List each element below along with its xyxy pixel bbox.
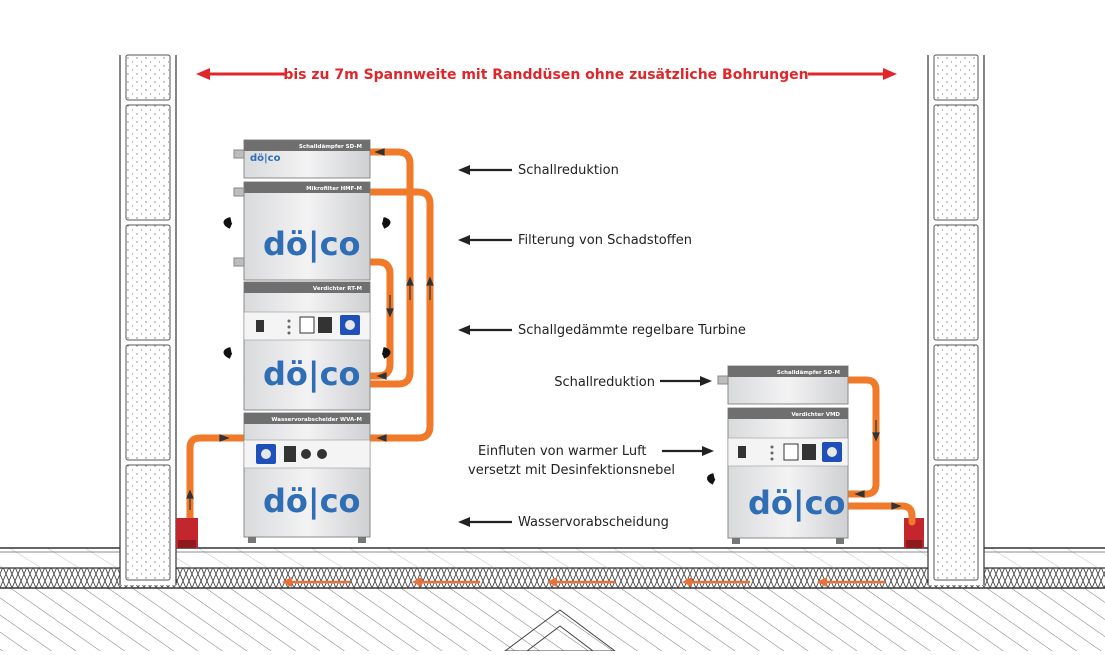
logo-icon: dö|co bbox=[263, 482, 361, 521]
label-water: Wasservorabscheidung bbox=[518, 515, 669, 530]
wall-block bbox=[125, 54, 171, 101]
hose-separator bbox=[186, 434, 248, 524]
unit-tag: Verdichter RT-M bbox=[313, 286, 362, 292]
hose-filter bbox=[366, 188, 434, 442]
nozzle-right bbox=[904, 518, 924, 548]
right-unit-stack: Schalldämpfer SD-M Verdichter VMD dö|co bbox=[707, 365, 849, 544]
unit-tag: Schalldämpfer SD-M bbox=[299, 144, 362, 150]
left-unit-stack: Schalldämpfer SD-M dö|co Mikrofilter HMF… bbox=[223, 139, 391, 543]
logo-icon: dö|co bbox=[263, 225, 361, 264]
unit-silencer-left: Schalldämpfer SD-M dö|co bbox=[233, 139, 371, 179]
wall-block bbox=[933, 464, 979, 581]
wall-block bbox=[125, 104, 171, 221]
arrow-left-icon bbox=[412, 577, 422, 587]
wall-block bbox=[933, 344, 979, 461]
hose-right-silencer bbox=[844, 376, 880, 498]
hose-direction-arrows bbox=[186, 148, 434, 510]
wall-block bbox=[933, 224, 979, 341]
span-header: bis zu 7m Spannweite mit Randdüsen ohne … bbox=[196, 67, 897, 83]
label-turbine: Schallgedämmte regelbare Turbine bbox=[518, 323, 746, 338]
right-hose-arrows bbox=[854, 420, 902, 510]
arrow-left-icon bbox=[282, 577, 292, 587]
unit-compressor-right: Verdichter VMD dö|co bbox=[707, 407, 849, 544]
arrow-left-icon bbox=[196, 68, 210, 80]
unit-tag: Mikrofilter HMF-M bbox=[306, 186, 362, 192]
label-row: Wasservorabscheidung bbox=[458, 515, 669, 530]
unit-tag: Verdichter VMD bbox=[791, 412, 840, 418]
logo-icon: dö|co bbox=[748, 484, 846, 523]
logo-icon: dö|co bbox=[250, 153, 281, 164]
hose-silencer bbox=[366, 148, 414, 388]
switch-icon bbox=[738, 446, 746, 458]
wall-block bbox=[125, 224, 171, 341]
label-noise-right: Schallreduktion bbox=[554, 375, 655, 390]
wall-block bbox=[933, 104, 979, 221]
label-row: Schallgedämmte regelbare Turbine bbox=[458, 323, 746, 338]
labels-right: Schallreduktion Einfluten von warmer Luf… bbox=[468, 375, 714, 478]
wall-block bbox=[125, 344, 171, 461]
label-warm-air-2: versetzt mit Desinfektionsnebel bbox=[468, 463, 675, 478]
unit-tag: Wasservorabscheider WVA-M bbox=[271, 417, 362, 423]
unit-silencer-right: Schalldämpfer SD-M bbox=[717, 365, 849, 405]
wall-block bbox=[125, 464, 171, 581]
unit-water-separator: Wasservorabscheider WVA-M dö|co bbox=[243, 412, 371, 543]
label-warm-air-1: Einfluten von warmer Luft bbox=[478, 444, 647, 459]
floor-flow-arrows bbox=[282, 577, 885, 587]
unit-microfilter: Mikrofilter HMF-M dö|co bbox=[223, 181, 391, 281]
hose-right-out bbox=[844, 502, 916, 526]
arrow-left-icon bbox=[682, 577, 692, 587]
wall-left bbox=[119, 54, 177, 585]
hoses-right bbox=[844, 376, 916, 526]
hose-compressor bbox=[366, 258, 394, 380]
ground-hatch bbox=[0, 588, 1105, 651]
switch-icon bbox=[256, 320, 264, 332]
unit-compressor-left: Verdichter RT-M dö|co bbox=[223, 281, 391, 411]
arrow-left-icon bbox=[817, 577, 827, 587]
span-text: bis zu 7m Spannweite mit Randdüsen ohne … bbox=[283, 67, 808, 83]
label-filter: Filterung von Schadstoffen bbox=[518, 233, 692, 248]
label-silencer: Schallreduktion bbox=[518, 163, 619, 178]
wall-block bbox=[933, 54, 979, 101]
arrow-left-icon bbox=[547, 577, 557, 587]
wall-right bbox=[927, 54, 985, 585]
label-row: Schallreduktion bbox=[458, 163, 619, 178]
unit-tag: Schalldämpfer SD-M bbox=[777, 370, 840, 376]
logo-icon: dö|co bbox=[263, 355, 361, 394]
nozzle-left bbox=[176, 518, 198, 548]
screed-layer bbox=[0, 548, 1105, 568]
labels-left: Schallreduktion Filterung von Schadstoff… bbox=[458, 163, 746, 530]
arrow-right-icon bbox=[883, 68, 897, 80]
label-row: Filterung von Schadstoffen bbox=[458, 233, 692, 248]
